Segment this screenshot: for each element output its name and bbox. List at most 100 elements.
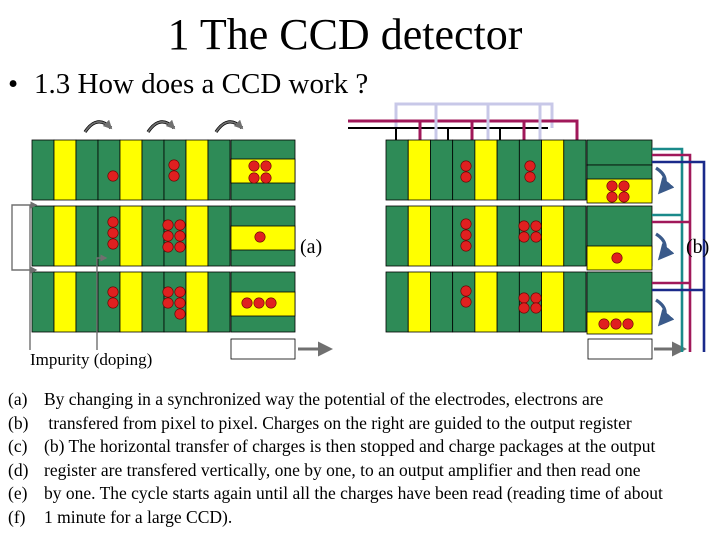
electrode-strip: [430, 139, 454, 201]
electron-icon: [460, 296, 472, 308]
electron-icon: [524, 171, 536, 183]
electrode-strip: [385, 271, 409, 333]
electron-icon: [107, 227, 119, 239]
electron-icon: [107, 286, 119, 298]
notes-list: (a) By changing in a synchronized way the…: [8, 388, 720, 529]
impurity-label: Impurity (doping): [30, 350, 153, 369]
electrode-strip: [385, 139, 409, 201]
electron-icon: [174, 308, 186, 320]
electrode-strip: [496, 205, 520, 267]
note-text: By changing in a synchronized way the po…: [44, 389, 604, 409]
electrode-strip: [541, 205, 565, 267]
curved-arrow-icon: [655, 166, 675, 195]
curved-arrow-icon: [147, 119, 176, 133]
note-line: (a) By changing in a synchronized way the…: [8, 388, 720, 412]
electrode-strip: [474, 271, 498, 333]
bullet-text: 1.3 How does a CCD work ?: [34, 68, 369, 100]
electrode-strip: [141, 139, 165, 201]
electron-icon: [518, 292, 530, 304]
register-wire: [652, 160, 706, 352]
electron-icon: [162, 241, 174, 253]
electrode-strip: [185, 271, 209, 333]
electron-icon: [248, 172, 260, 184]
electrode-strip: [53, 205, 77, 267]
electron-icon: [524, 160, 536, 172]
electron-icon: [460, 160, 472, 172]
electron-icon: [107, 297, 119, 309]
electrode-strip: [31, 205, 55, 267]
electrode-strip: [563, 139, 587, 201]
electrode-strip: [75, 139, 99, 201]
curved-arrow-icon: [655, 298, 675, 327]
electron-icon: [174, 297, 186, 309]
electrode-strip: [430, 271, 454, 333]
electrode-strip: [430, 205, 454, 267]
note-text: register are transfered vertically, one …: [44, 459, 641, 480]
electrode-strip: [496, 139, 520, 201]
electrode-strip: [119, 271, 143, 333]
electrode-strip: [385, 205, 409, 267]
electrode-strip: [75, 271, 99, 333]
note-label: (f): [8, 506, 26, 527]
electron-icon: [254, 231, 266, 243]
electron-icon: [530, 302, 542, 314]
electron-icon: [174, 241, 186, 253]
electrode-strip: [119, 205, 143, 267]
register-cell: [586, 139, 653, 166]
electron-icon: [162, 230, 174, 242]
register-wire: [652, 153, 692, 352]
electrode-strip: [474, 205, 498, 267]
electron-icon: [460, 218, 472, 230]
electron-icon: [606, 180, 618, 192]
electrode-strip: [53, 139, 77, 201]
electron-icon: [260, 160, 272, 172]
note-text: (b) The horizontal transfer of charges i…: [44, 436, 656, 456]
electron-icon: [162, 219, 174, 231]
electron-icon: [253, 297, 265, 309]
electron-icon: [530, 231, 542, 243]
electrode-strip: [207, 271, 231, 333]
electron-icon: [460, 240, 472, 252]
electron-icon: [598, 318, 610, 330]
electron-icon: [460, 285, 472, 297]
electrode-strip: [563, 205, 587, 267]
register-wire: [652, 147, 684, 352]
electrode-strip: [31, 271, 55, 333]
electrode-strip: [119, 139, 143, 201]
note-line: (e)by one. The cycle starts again until …: [8, 482, 720, 506]
electron-icon: [248, 160, 260, 172]
electron-icon: [460, 171, 472, 183]
electron-icon: [174, 219, 186, 231]
note-line: (c)(b) The horizontal transfer of charge…: [8, 435, 720, 459]
electrode-strip: [207, 139, 231, 201]
curved-arrow-icon: [215, 119, 244, 133]
output-box: [587, 338, 653, 360]
electrode-strip: [407, 205, 431, 267]
electron-icon: [530, 220, 542, 232]
electrode-strip: [407, 271, 431, 333]
electron-icon: [168, 170, 180, 182]
electrode-strip: [563, 271, 587, 333]
electron-icon: [241, 297, 253, 309]
electron-icon: [162, 297, 174, 309]
electrode-wire: [394, 102, 554, 128]
electron-icon: [611, 252, 623, 264]
electron-icon: [606, 191, 618, 203]
electrode-strip: [141, 205, 165, 267]
note-text: transfered from pixel to pixel. Charges …: [44, 412, 632, 433]
impurity-pointer: [96, 254, 108, 350]
note-label: (a): [8, 389, 28, 409]
note-line: (d) register are transfered vertically, o…: [8, 459, 720, 483]
electrode-strip: [496, 271, 520, 333]
electrode-strip: [75, 205, 99, 267]
bullet-symbol: •: [8, 68, 19, 100]
electron-icon: [518, 302, 530, 314]
note-label: (d): [8, 459, 29, 480]
electrode-strip: [207, 205, 231, 267]
electron-icon: [610, 318, 622, 330]
impurity-bracket: [11, 204, 31, 350]
electrode-strip: [407, 139, 431, 201]
note-line: (b) transfered from pixel to pixel. Char…: [8, 412, 720, 436]
curved-arrow-icon: [655, 232, 675, 261]
ccd-diagram: [11, 102, 706, 360]
